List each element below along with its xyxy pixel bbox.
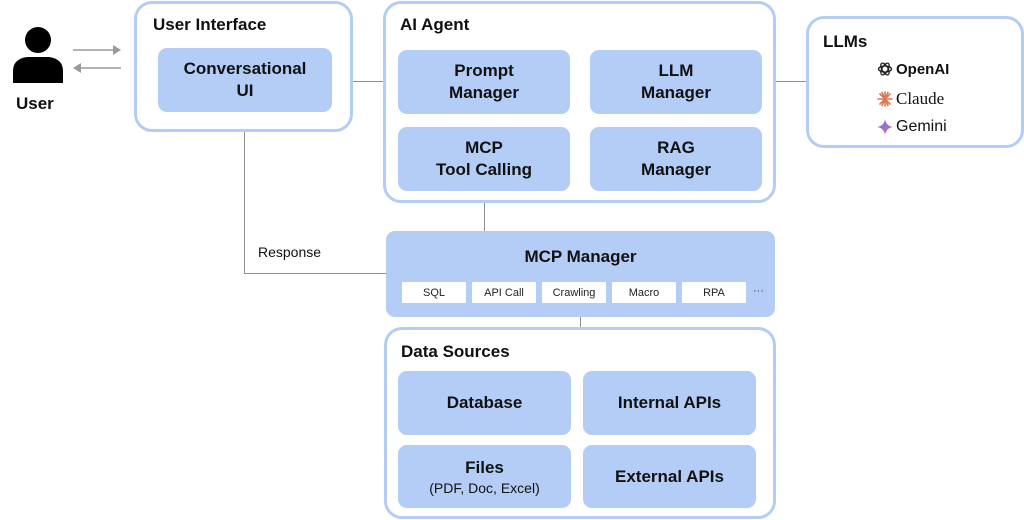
arrow-right-icon [73, 45, 121, 55]
rag-manager-line1: RAG [657, 138, 695, 157]
ai-agent-title: AI Agent [400, 15, 470, 34]
files-box[interactable]: Files (PDF, Doc, Excel) [398, 445, 571, 508]
llm-provider-openai: OpenAI [876, 60, 949, 78]
llms-title: LLMs [823, 32, 868, 51]
claude-label: Claude [896, 89, 945, 108]
more-tools-ellipsis: ··· [753, 285, 764, 297]
user-label: User [16, 94, 54, 113]
database-box[interactable]: Database [398, 371, 571, 435]
files-sublabel: (PDF, Doc, Excel) [429, 479, 540, 496]
external-apis-box[interactable]: External APIs [583, 445, 756, 508]
mcp-tool-calling-line1: MCP [465, 138, 503, 157]
tool-chip-macro[interactable]: Macro [612, 282, 676, 303]
tool-chip-sql[interactable]: SQL [402, 282, 466, 303]
mcp-tool-calling-box[interactable]: MCP Tool Calling [398, 127, 570, 191]
internal-apis-label: Internal APIs [617, 393, 722, 412]
claude-logo-icon [876, 90, 894, 108]
gemini-logo-icon [876, 118, 894, 136]
connector-llm-to-llms [775, 81, 808, 82]
response-path-vertical [244, 120, 245, 274]
internal-apis-box[interactable]: Internal APIs [583, 371, 756, 435]
llms-group [806, 16, 1024, 148]
llm-provider-gemini: Gemini [876, 118, 947, 136]
external-apis-label: External APIs [615, 466, 724, 486]
prompt-manager-line1: Prompt [454, 61, 514, 80]
response-label: Response [258, 244, 322, 260]
tool-chip-api-call[interactable]: API Call [472, 282, 536, 303]
prompt-manager-line2: Manager [449, 83, 519, 102]
user-icon [13, 27, 63, 83]
rag-manager-box[interactable]: RAG Manager [590, 127, 762, 191]
llm-provider-claude: Claude [876, 89, 944, 109]
prompt-manager-box[interactable]: Prompt Manager [398, 50, 570, 114]
mcp-manager-box[interactable]: MCP Manager [386, 231, 775, 317]
tool-chip-crawling[interactable]: Crawling [542, 282, 606, 303]
connector-ui-to-agent [332, 81, 386, 82]
openai-logo-icon [876, 60, 894, 78]
response-path-horizontal [244, 273, 387, 274]
connector-agent-to-mcp-manager [484, 191, 485, 233]
openai-label: OpenAI [896, 60, 950, 78]
llm-manager-box[interactable]: LLM Manager [590, 50, 762, 114]
mcp-manager-title: MCP Manager [524, 247, 637, 266]
data-sources-title: Data Sources [401, 342, 510, 361]
llm-manager-line1: LLM [658, 61, 694, 80]
arrow-left-icon [73, 63, 121, 73]
tool-chip-rpa[interactable]: RPA [682, 282, 746, 303]
conversational-ui-label: Conversational UI [183, 59, 307, 100]
mcp-tool-calling-line2: Tool Calling [435, 160, 532, 179]
rag-manager-line2: Manager [641, 160, 711, 179]
llm-manager-line2: Manager [641, 83, 711, 102]
files-label: Files [465, 457, 504, 477]
database-label: Database [446, 393, 523, 412]
connector-mcp-manager-to-data [580, 316, 581, 329]
gemini-label: Gemini [896, 118, 947, 135]
user-interface-title: User Interface [153, 15, 267, 34]
conversational-ui-box[interactable]: Conversational UI [158, 48, 332, 112]
